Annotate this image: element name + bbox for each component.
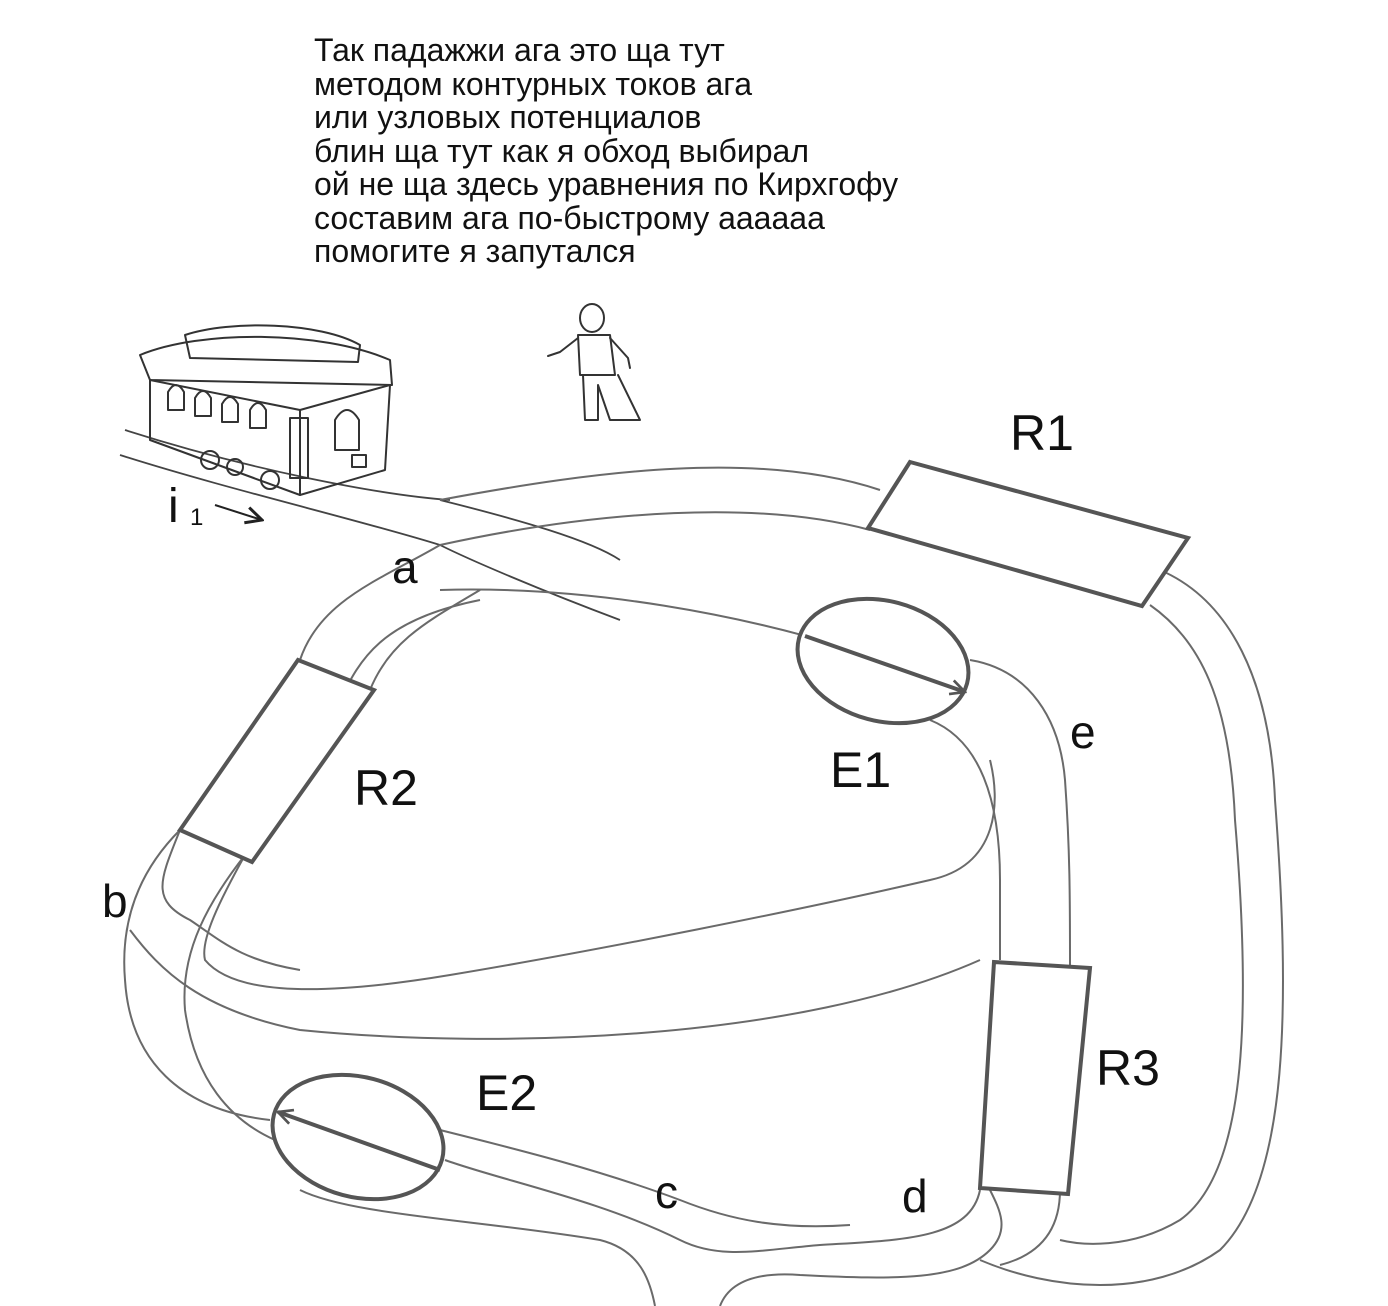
resistor-r1	[864, 459, 1192, 609]
current-label: i	[168, 480, 179, 533]
resistor-r2	[176, 657, 378, 865]
caption-line: помогите я запутался	[314, 233, 636, 269]
person-drawing	[547, 303, 641, 421]
label-r1: R1	[1010, 405, 1074, 461]
source-e1	[795, 596, 971, 726]
node-label-c: c	[655, 1166, 678, 1218]
resistor-r3	[977, 959, 1093, 1197]
caption-line: составим ага по-быстрому аааааа	[314, 199, 825, 236]
label-e2: E2	[476, 1065, 537, 1121]
node-label-a: a	[392, 541, 418, 593]
label-e1: E1	[830, 742, 891, 798]
caption-line: методом контурных токов ага	[314, 65, 753, 102]
caption-line: ой не ща здесь уравнения по Кирхгофу	[314, 166, 899, 202]
caption-text: Так падажжи ага это ща тут методом конту…	[314, 32, 1074, 269]
caption-line: блин ща тут как я обход выбирал	[314, 132, 810, 169]
source-e2	[270, 1072, 446, 1202]
node-label-d: d	[902, 1170, 928, 1222]
current-subscript: 1	[190, 504, 203, 531]
node-label-b: b	[102, 875, 128, 927]
caption-line: Так падажжи ага это ща тут	[314, 32, 725, 68]
label-r3: R3	[1096, 1040, 1160, 1096]
tram-drawing	[139, 324, 393, 496]
label-r2: R2	[354, 760, 418, 816]
caption-line: или узловых потенциалов	[314, 99, 702, 135]
circuit-wires	[123, 466, 1284, 1306]
current-arrow	[214, 504, 262, 520]
node-label-e: e	[1070, 706, 1096, 758]
